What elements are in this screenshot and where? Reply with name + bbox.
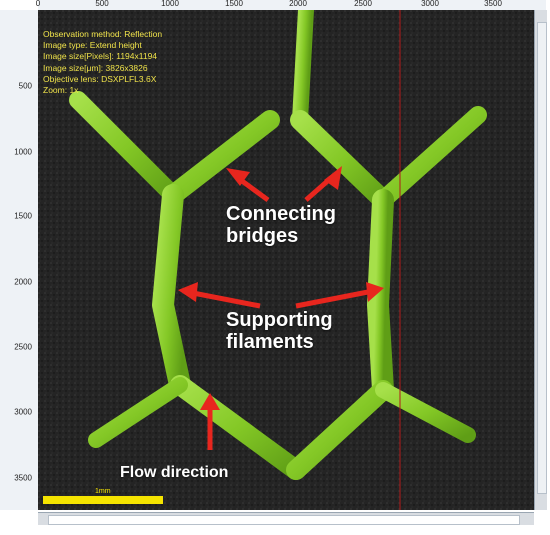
info-line: Observation method: Reflection: [43, 29, 163, 39]
scale-bar: [43, 496, 163, 504]
acquisition-info: Observation method: Reflection Image typ…: [43, 29, 162, 96]
vertical-scrollbar[interactable]: [534, 10, 547, 510]
flow-direction-label: Flow direction: [120, 464, 229, 481]
y-tick-label: 3000: [14, 407, 32, 417]
x-tick-label: 0: [35, 0, 41, 8]
label-line: Connecting: [226, 203, 336, 225]
y-tick-label: 1500: [14, 211, 32, 221]
y-tick-label: 500: [18, 81, 32, 91]
vertical-scroll-thumb[interactable]: [537, 22, 547, 494]
horizontal-scrollbar[interactable]: [38, 512, 534, 525]
info-line: Zoom: 1x: [43, 85, 79, 96]
info-line: Image size[Pixels]: 1194x1194: [43, 51, 158, 62]
x-tick-label: 3000: [421, 0, 439, 8]
filament-strands: [69, 10, 487, 510]
y-tick-label: 2500: [14, 342, 32, 352]
info-line: Image type: Extend height: [43, 40, 142, 51]
x-tick-label: 1500: [225, 0, 243, 8]
x-tick-label: 2500: [354, 0, 372, 8]
info-line: Image size[μm]: 3826x3826: [43, 62, 148, 73]
connecting-bridges-label: Connecting bridges: [226, 203, 336, 247]
supporting-filaments-label: Supporting filaments: [226, 309, 333, 353]
hexagon-scaffold-image: [38, 10, 546, 510]
info-line: Objective lens: DSXPLFL3.6X: [43, 73, 157, 84]
scale-bar-label: 1mm: [95, 488, 111, 495]
y-tick-label: 3500: [14, 473, 32, 483]
annotation-arrows: [178, 166, 384, 450]
vertical-ruler: 500 1000 1500 2000 2500 3000 3500: [0, 10, 39, 510]
y-tick-label: 1000: [14, 147, 32, 157]
label-line: filaments: [226, 331, 314, 353]
label-line: bridges: [226, 225, 299, 247]
label-line: Supporting: [226, 309, 333, 331]
micrograph-image: [38, 10, 546, 510]
x-tick-label: 3500: [484, 0, 502, 8]
x-tick-label: 500: [95, 0, 109, 8]
y-tick-label: 2000: [14, 277, 32, 287]
x-tick-label: 2000: [289, 0, 307, 8]
x-tick-label: 1000: [161, 0, 179, 8]
horizontal-scroll-thumb[interactable]: [48, 515, 520, 525]
